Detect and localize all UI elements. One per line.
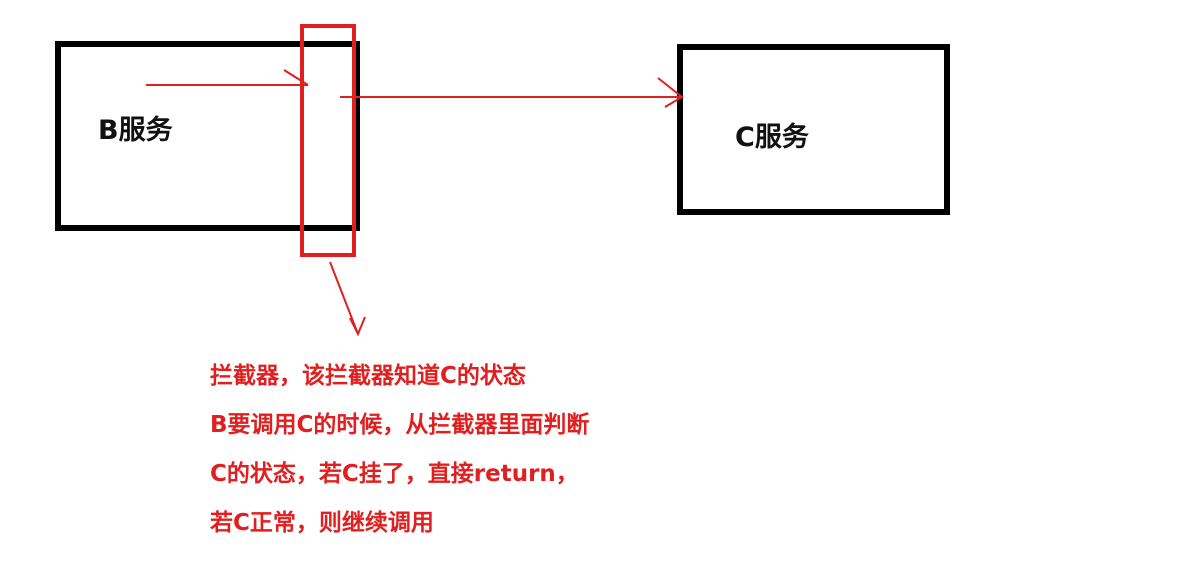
annotation-line-3: C的状态，若C挂了，直接return， bbox=[210, 461, 579, 487]
interceptor-highlight-box bbox=[300, 24, 356, 257]
annotation-line-4: 若C正常，则继续调用 bbox=[210, 510, 434, 536]
b-service-box bbox=[55, 41, 360, 231]
c-service-box bbox=[677, 44, 950, 215]
arrow-b-to-interceptor bbox=[146, 69, 309, 86]
annotation-line-1: 拦截器，该拦截器知道C的状态 bbox=[210, 363, 526, 389]
arrow-interceptor-to-note bbox=[329, 261, 366, 337]
arrow-interceptor-to-c bbox=[340, 77, 684, 108]
b-service-label: B服务 bbox=[98, 115, 173, 146]
c-service-label: C服务 bbox=[735, 122, 809, 153]
annotation-line-2: B要调用C的时候，从拦截器里面判断 bbox=[210, 412, 590, 438]
